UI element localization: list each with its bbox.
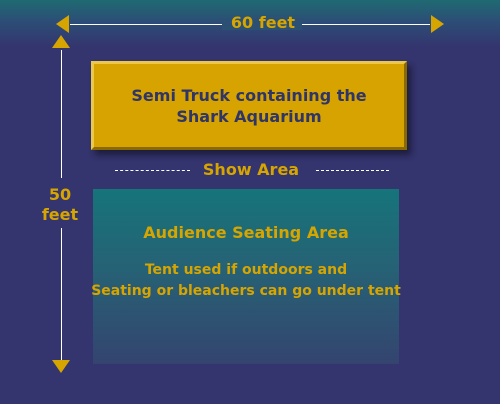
audience-seating-title: Audience Seating Area (143, 223, 349, 242)
width-label-gap (222, 18, 302, 30)
show-area-divider-left (115, 170, 190, 171)
audience-seating-note: Tent used if outdoors and Seating or ble… (91, 262, 401, 299)
show-area-divider-right (316, 170, 389, 171)
height-dimension-unit: feet (41, 205, 79, 224)
arrow-down-icon (52, 360, 70, 373)
semi-truck-label: Semi Truck containing the Shark Aquarium (131, 85, 367, 126)
show-area-label: Show Area (202, 160, 300, 179)
height-dimension-number: 50 (48, 185, 72, 204)
width-dimension-label: 60 feet (230, 13, 296, 32)
height-label-gap (52, 178, 72, 228)
semi-truck-block: Semi Truck containing the Shark Aquarium (91, 61, 407, 150)
arrow-right-icon (431, 15, 444, 33)
arrow-left-icon (56, 15, 69, 33)
audience-seating-area (93, 189, 399, 364)
arrow-up-icon (52, 35, 70, 48)
